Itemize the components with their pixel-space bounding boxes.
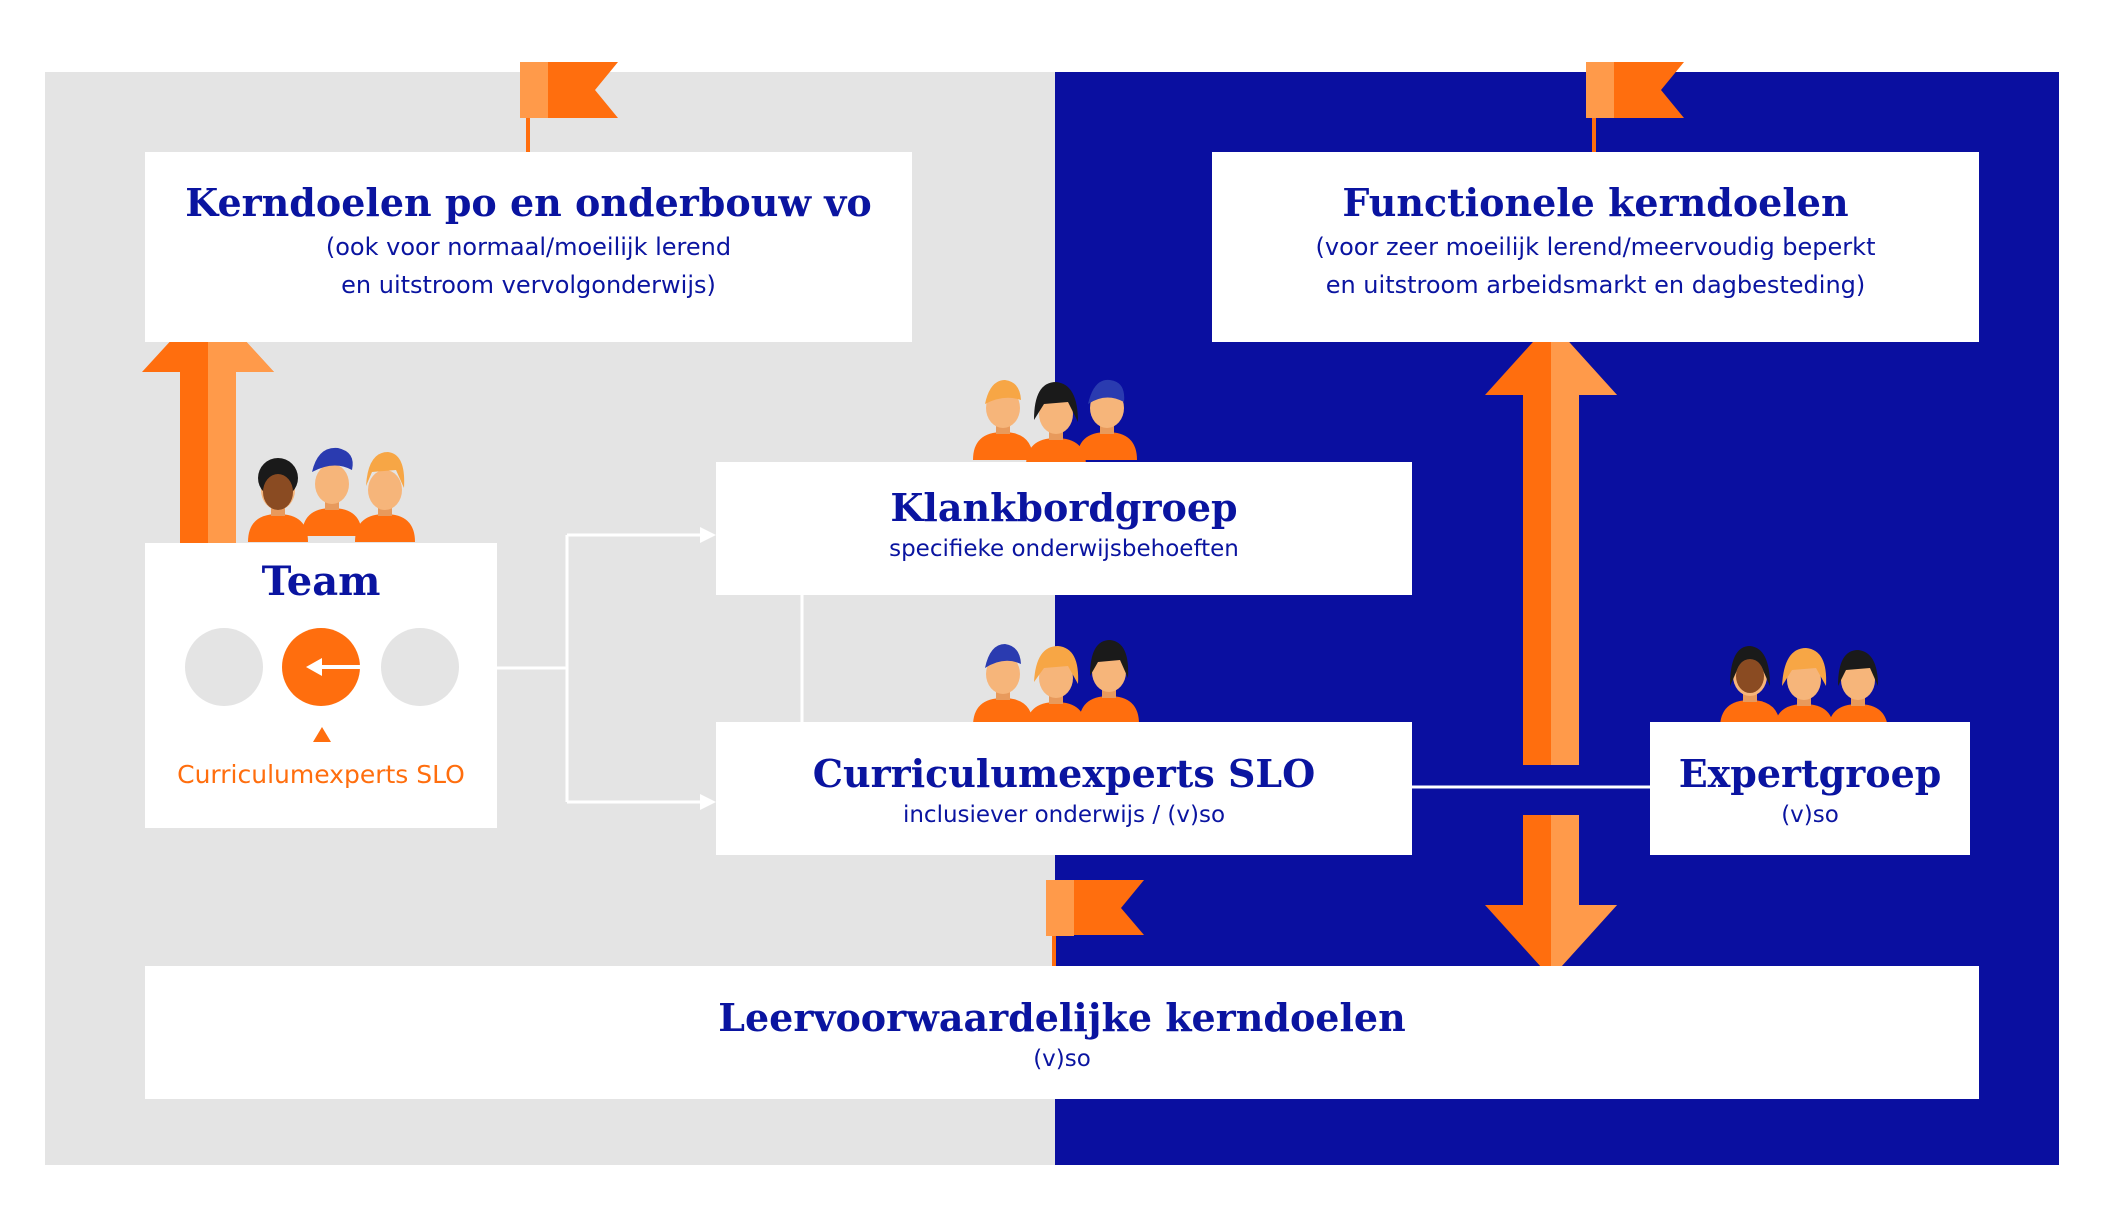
functionele-line1: (voor zeer moeilijk lerend/meervoudig be… xyxy=(1315,233,1876,261)
flag-icon-kerndoelen xyxy=(514,62,618,176)
klankbord-sub: specifieke onderwijsbehoeften xyxy=(889,536,1239,562)
curriculum-sub: inclusiever onderwijs / (v)so xyxy=(902,802,1226,828)
kerndoelen-po-line1: (ook voor normaal/moeilijk lerend xyxy=(325,233,732,261)
functionele-line2: en uitstroom arbeidsmarkt en dagbestedin… xyxy=(1325,271,1866,299)
leervoorwaardelijke-title: Leervoorwaardelijke kerndoelen xyxy=(718,995,1406,1040)
people-group-icon-curriculum xyxy=(973,640,1139,730)
people-group-icon-klankbord xyxy=(973,379,1137,466)
functionele-box: Functionele kerndoelen (voor zeer moeili… xyxy=(1212,152,1979,342)
arrow-head-klankbord xyxy=(700,527,716,543)
caret-up-icon xyxy=(313,727,331,742)
team-box: Team Curriculumexperts SLO xyxy=(145,543,497,828)
expert-title: Expertgroep xyxy=(1678,751,1942,796)
team-connector-lines xyxy=(497,533,1650,804)
people-group-icon-team xyxy=(248,447,415,542)
team-caption: Curriculumexperts SLO xyxy=(177,760,465,789)
leervoorwaardelijke-sub: (v)so xyxy=(1033,1046,1091,1072)
curriculum-box: Curriculumexperts SLO inclusiever onderw… xyxy=(716,722,1412,855)
arrow-head-curriculum xyxy=(700,794,716,810)
team-title: Team xyxy=(261,558,381,605)
kerndoelen-po-box: Kerndoelen po en onderbouw vo (ook voor … xyxy=(145,152,912,342)
kerndoelen-po-line2: en uitstroom vervolgonderwijs) xyxy=(341,271,716,299)
circle-right xyxy=(381,628,459,706)
arrow-down-icon xyxy=(1485,815,1617,978)
klankbord-title: Klankbordgroep xyxy=(890,485,1238,530)
leervoorwaardelijke-box: Leervoorwaardelijke kerndoelen (v)so xyxy=(145,966,1979,1099)
expert-sub: (v)so xyxy=(1781,802,1839,828)
arrow-updown-icon xyxy=(1485,322,1617,765)
klankbord-box: Klankbordgroep specifieke onderwijsbehoe… xyxy=(716,462,1412,595)
people-group-icon-expert xyxy=(1720,646,1888,732)
circle-left xyxy=(185,628,263,706)
kerndoelen-po-title: Kerndoelen po en onderbouw vo xyxy=(185,180,872,225)
expert-box: Expertgroep (v)so xyxy=(1650,722,1970,855)
functionele-title: Functionele kerndoelen xyxy=(1342,180,1849,225)
circle-arrow-icon xyxy=(282,628,360,706)
curriculum-title: Curriculumexperts SLO xyxy=(812,751,1316,796)
